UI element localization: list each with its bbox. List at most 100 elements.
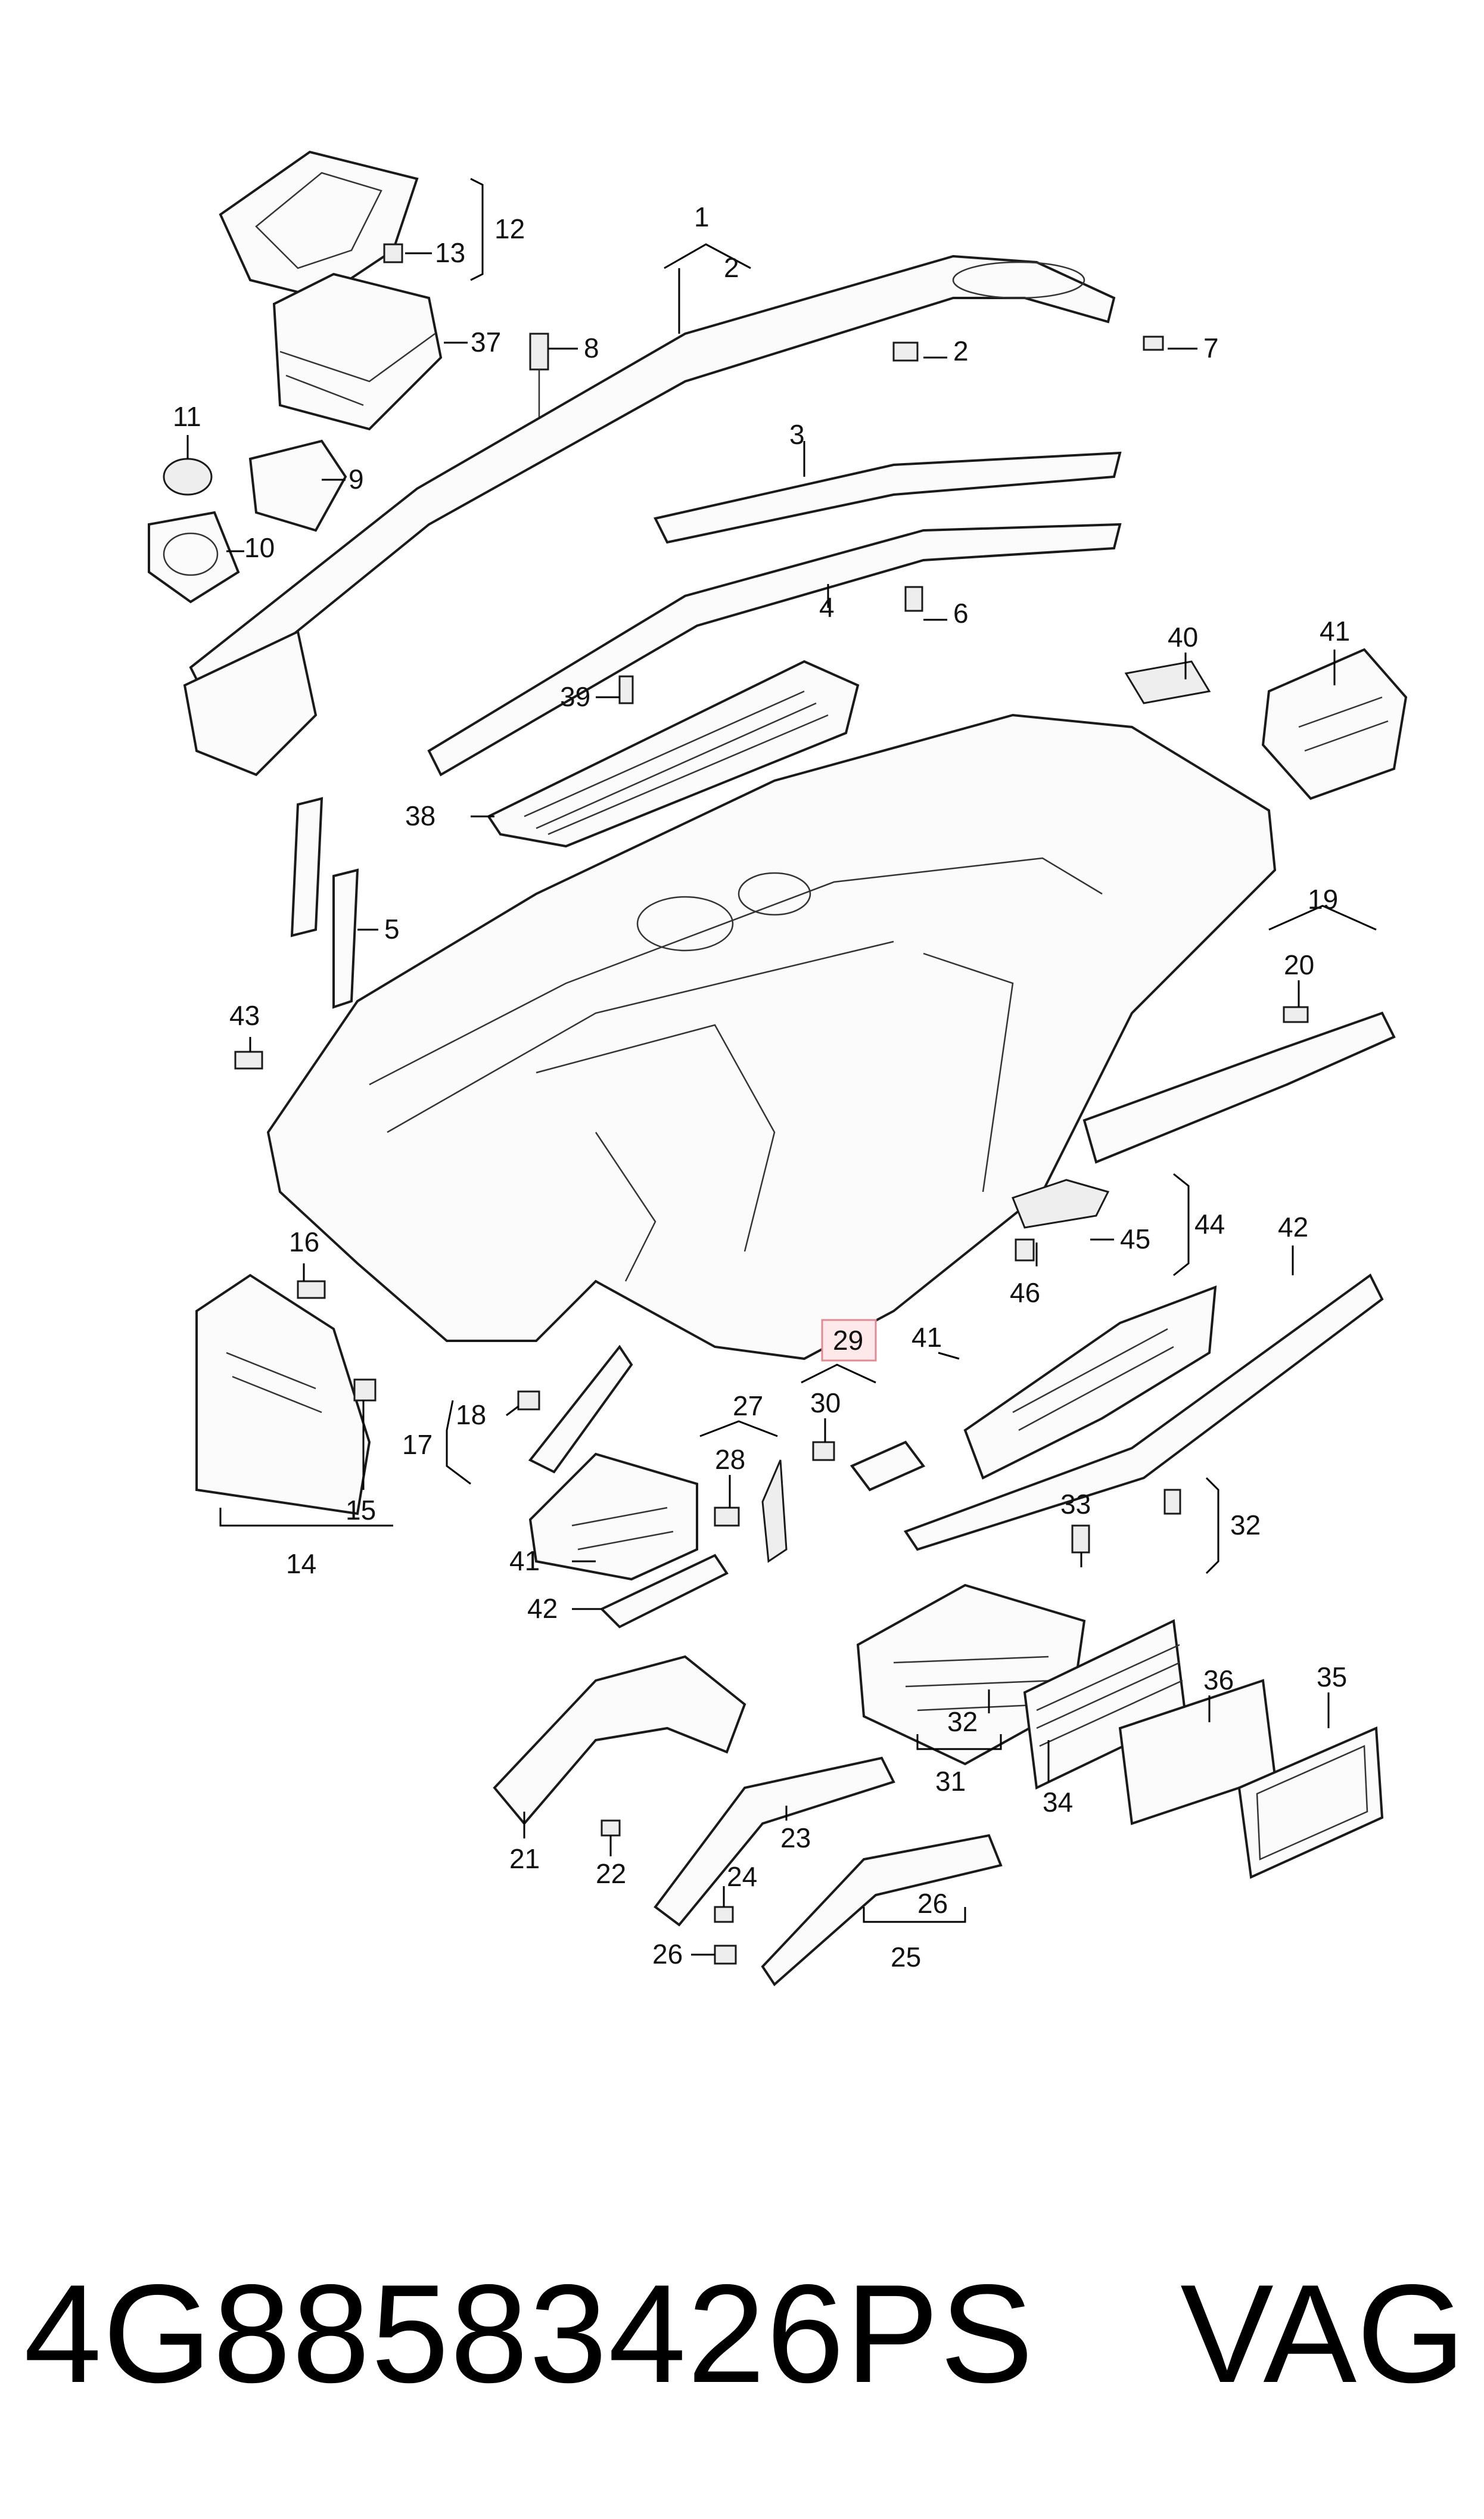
clip-15 xyxy=(353,1378,377,1402)
defrost-grille-38 xyxy=(487,660,860,848)
trim-strip-19 xyxy=(1082,1011,1396,1164)
cluster-surround-21 xyxy=(493,1655,746,1826)
cup-10 xyxy=(148,511,240,604)
clip-28 xyxy=(714,1507,740,1527)
callout-20[interactable]: 20 xyxy=(1284,949,1314,980)
leader-lines xyxy=(186,178,1377,1956)
trim-42-right xyxy=(903,1273,1384,1551)
callout-34[interactable]: 34 xyxy=(1043,1787,1073,1818)
callout-42-right[interactable]: 42 xyxy=(1278,1212,1308,1243)
clip-13 xyxy=(383,243,403,263)
callout-26b[interactable]: 26 xyxy=(652,1939,683,1970)
callout-13[interactable]: 13 xyxy=(435,237,465,268)
callout-18[interactable]: 18 xyxy=(456,1399,486,1430)
callout-32b[interactable]: 32 xyxy=(947,1706,978,1737)
bolt-39 xyxy=(618,675,634,704)
callout-31[interactable]: 31 xyxy=(935,1766,966,1797)
callout-14[interactable]: 14 xyxy=(286,1548,316,1579)
brand-label: VAG xyxy=(1180,2255,1466,2412)
bracket-27 xyxy=(761,1459,788,1563)
callout-40[interactable]: 40 xyxy=(1168,622,1198,653)
callout-21[interactable]: 21 xyxy=(509,1843,540,1874)
bolt-46 xyxy=(1015,1238,1035,1262)
dash-top-trim xyxy=(189,254,1116,706)
callout-15[interactable]: 15 xyxy=(346,1495,376,1526)
callout-33[interactable]: 33 xyxy=(1060,1489,1091,1520)
bolt-24 xyxy=(714,1906,734,1923)
callout-32[interactable]: 32 xyxy=(1230,1509,1261,1540)
callout-23[interactable]: 23 xyxy=(780,1822,811,1853)
callout-10[interactable]: 10 xyxy=(244,532,275,563)
callout-36[interactable]: 36 xyxy=(1203,1664,1234,1695)
display-unit-part xyxy=(272,272,443,431)
callout-38[interactable]: 38 xyxy=(405,800,435,831)
side-cover-14 xyxy=(195,1274,371,1515)
callout-42-left[interactable]: 42 xyxy=(527,1593,558,1624)
callout-30[interactable]: 30 xyxy=(810,1387,841,1418)
callout-2b[interactable]: 2 xyxy=(953,336,969,366)
frame-35 xyxy=(1237,1726,1384,1879)
bracket-44 xyxy=(1012,1179,1110,1229)
callout-41-top[interactable]: 41 xyxy=(1320,616,1350,647)
clip-30 xyxy=(812,1441,835,1461)
callout-19[interactable]: 19 xyxy=(1308,884,1338,915)
callout-11[interactable]: 11 xyxy=(173,401,201,432)
callout-25[interactable]: 25 xyxy=(891,1942,921,1973)
screw-7 xyxy=(1143,336,1164,351)
callout-7[interactable]: 7 xyxy=(1203,333,1219,364)
callout-43[interactable]: 43 xyxy=(229,1000,260,1031)
clip-26 xyxy=(714,1945,737,1965)
callout-6[interactable]: 6 xyxy=(953,598,969,629)
callout-45[interactable]: 45 xyxy=(1120,1223,1150,1254)
callout-39[interactable]: 39 xyxy=(560,681,590,712)
clip-16 xyxy=(297,1280,326,1299)
air-vent-41-left xyxy=(528,1452,698,1581)
bolt-22 xyxy=(601,1819,621,1837)
callout-8[interactable]: 8 xyxy=(584,333,599,364)
callout-3[interactable]: 3 xyxy=(789,419,805,450)
clip-43 xyxy=(234,1051,263,1070)
callout-28[interactable]: 28 xyxy=(715,1444,745,1475)
part-number-label: 4G88583426PS xyxy=(24,2255,1035,2412)
left-side-panel xyxy=(183,630,318,776)
clip-2 xyxy=(892,341,919,362)
callout-1[interactable]: 1 xyxy=(694,201,710,232)
callout-4[interactable]: 4 xyxy=(819,592,835,623)
callout-12[interactable]: 12 xyxy=(494,213,525,244)
trim-strip-4 xyxy=(427,523,1122,776)
bolt-33 xyxy=(1071,1524,1090,1554)
callout-46[interactable]: 46 xyxy=(1010,1277,1040,1308)
callout-29-highlighted[interactable]: 29 xyxy=(833,1325,863,1356)
cover-29 xyxy=(850,1440,926,1492)
speaker-grille-40 xyxy=(1124,660,1211,704)
trim-23 xyxy=(654,1756,895,1927)
trim-18 xyxy=(528,1344,633,1474)
air-vent-41-center xyxy=(963,1285,1217,1480)
callout-37[interactable]: 37 xyxy=(471,327,501,358)
highlight-box xyxy=(821,1319,877,1362)
display-frame-part xyxy=(219,150,419,300)
callout-17[interactable]: 17 xyxy=(402,1429,433,1460)
part-drawings xyxy=(148,150,1408,1987)
callout-26[interactable]: 26 xyxy=(917,1888,948,1919)
trim-strip-3 xyxy=(654,451,1122,544)
vent-surround-9 xyxy=(248,439,347,532)
callout-9[interactable]: 9 xyxy=(349,464,364,495)
callout-16[interactable]: 16 xyxy=(289,1226,319,1257)
trim-42-left xyxy=(599,1554,729,1629)
callout-2[interactable]: 2 xyxy=(724,252,739,283)
callout-41-left[interactable]: 41 xyxy=(509,1545,540,1576)
callout-24[interactable]: 24 xyxy=(727,1861,757,1892)
bolt-8 xyxy=(529,333,549,371)
callout-5[interactable]: 5 xyxy=(384,914,400,945)
clip-20 xyxy=(1283,1006,1309,1023)
callout-35[interactable]: 35 xyxy=(1317,1661,1347,1692)
ring-11 xyxy=(163,458,213,496)
trim-25 xyxy=(761,1834,1003,1987)
callout-44[interactable]: 44 xyxy=(1194,1209,1225,1240)
bolt-32 xyxy=(1163,1489,1181,1515)
callout-22[interactable]: 22 xyxy=(596,1858,626,1889)
callout-41-center[interactable]: 41 xyxy=(911,1322,942,1353)
callout-27[interactable]: 27 xyxy=(733,1390,763,1421)
